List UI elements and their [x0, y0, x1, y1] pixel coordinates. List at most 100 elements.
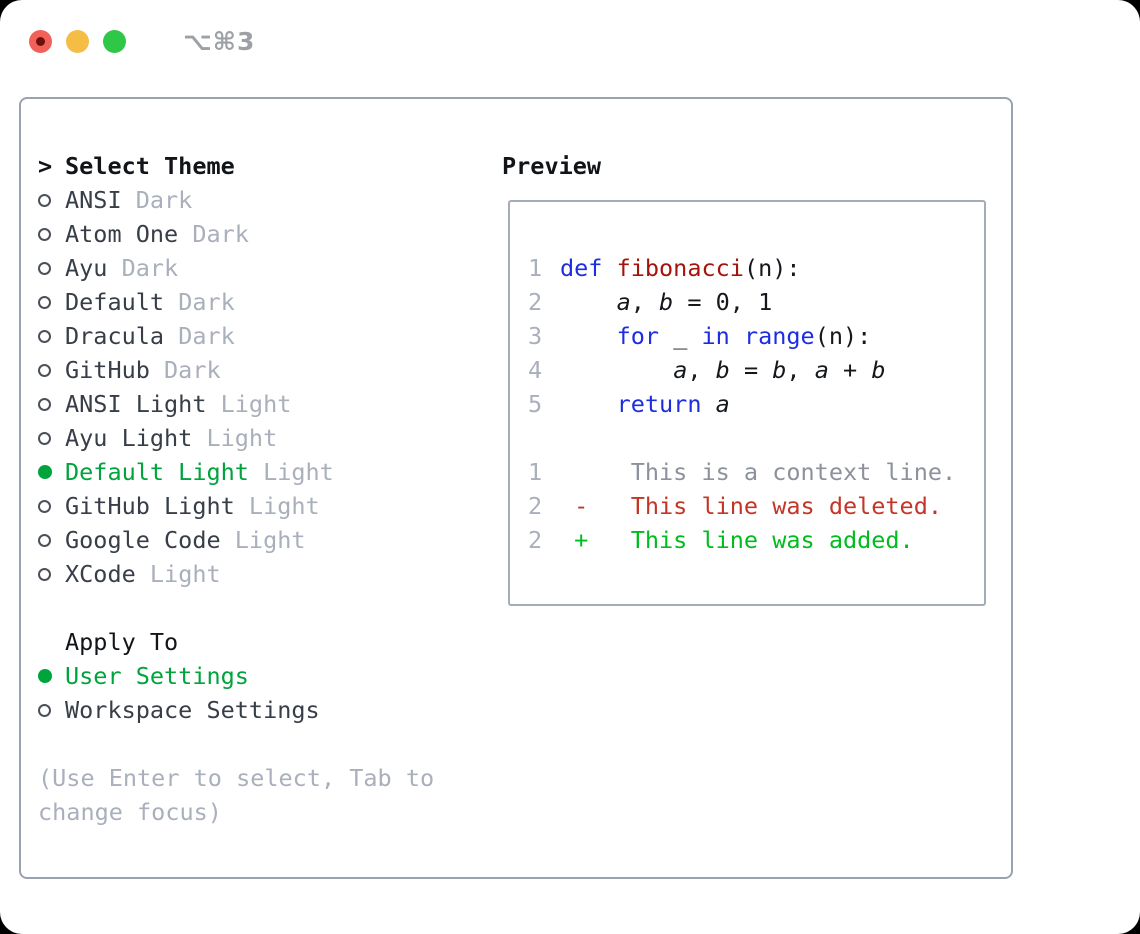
- code-token-plain: (n):: [743, 254, 801, 282]
- code-token-variable: a: [616, 288, 631, 316]
- theme-option-atom-one[interactable]: Atom One Dark: [38, 217, 498, 251]
- code-token-plain: [560, 322, 617, 350]
- apply-option-user-settings[interactable]: User Settings: [38, 659, 498, 693]
- radio-icon: [38, 499, 51, 513]
- radio-icon: [38, 329, 51, 343]
- theme-option-ansi[interactable]: ANSI Dark: [38, 183, 498, 217]
- line-number: 1: [528, 458, 543, 486]
- theme-variant-tag: Light: [206, 390, 292, 418]
- focus-caret-icon: >: [38, 152, 53, 180]
- close-button[interactable]: [29, 30, 52, 53]
- radio-icon: [38, 567, 51, 581]
- code-token-plain: [560, 288, 617, 316]
- code-token-plain: [560, 356, 673, 384]
- line-number: 4: [528, 356, 543, 384]
- theme-name: XCode: [65, 560, 136, 588]
- diff-line-deleted: 2 - This line was deleted.: [528, 489, 984, 523]
- apply-to-title: Apply To: [65, 628, 179, 656]
- zoom-button[interactable]: [103, 30, 126, 53]
- theme-option-ayu[interactable]: Ayu Dark: [38, 251, 498, 285]
- code-token-plain: ,: [630, 288, 660, 316]
- theme-option-github-light[interactable]: GitHub Light Light: [38, 489, 498, 523]
- code-token-plain: [560, 390, 617, 418]
- line-number: 5: [528, 390, 543, 418]
- code-token-variable: b: [772, 356, 787, 384]
- line-number: 3: [528, 322, 543, 350]
- code-line: 4 a, b = b, a + b: [528, 353, 984, 387]
- theme-option-xcode[interactable]: XCode Light: [38, 557, 498, 591]
- radio-icon: [38, 261, 51, 275]
- radio-icon: [38, 431, 51, 445]
- code-token-keyword: in: [701, 322, 730, 350]
- spacer: [38, 591, 498, 625]
- code-token-plain: ,: [687, 356, 716, 384]
- theme-variant-tag: Light: [234, 492, 320, 520]
- code-token-plain: =: [729, 356, 773, 384]
- theme-option-github[interactable]: GitHub Dark: [38, 353, 498, 387]
- apply-to-header: Apply To: [38, 625, 498, 659]
- code-token-keyword: def: [560, 254, 617, 282]
- code-line: [528, 421, 984, 455]
- code-token-variable: b: [871, 356, 886, 384]
- theme-option-dracula[interactable]: Dracula Dark: [38, 319, 498, 353]
- theme-option-default-light[interactable]: Default Light Light: [38, 455, 498, 489]
- code-token-variable: b: [715, 356, 730, 384]
- apply-option-label: Workspace Settings: [65, 696, 320, 724]
- code-line: 2 a, b = 0, 1: [528, 285, 984, 319]
- line-number: 2: [528, 526, 543, 554]
- radio-icon: [38, 295, 51, 309]
- diff-text: This is a context line.: [560, 458, 957, 486]
- apply-option-label: User Settings: [65, 662, 249, 690]
- theme-name: ANSI: [65, 186, 122, 214]
- theme-name: Ayu: [65, 254, 108, 282]
- theme-name: Dracula: [65, 322, 165, 350]
- code-token-keyword: for: [616, 322, 660, 350]
- theme-variant-tag: Light: [192, 424, 278, 452]
- code-token-plain: [730, 322, 744, 350]
- theme-variant-tag: Dark: [121, 186, 193, 214]
- theme-option-ayu-light[interactable]: Ayu Light Light: [38, 421, 498, 455]
- radio-icon: [38, 703, 51, 717]
- theme-name: Default Light: [65, 458, 249, 486]
- line-number: 2: [528, 288, 543, 316]
- diff-line-added: 2 + This line was added.: [528, 523, 984, 557]
- theme-variant-tag: Light: [135, 560, 221, 588]
- diff-text: - This line was deleted.: [560, 492, 943, 520]
- radio-icon: [38, 227, 51, 241]
- code-token-plain: [701, 390, 715, 418]
- theme-name: Atom One: [65, 220, 179, 248]
- apply-option-workspace-settings[interactable]: Workspace Settings: [38, 693, 498, 727]
- code-token-variable: a: [673, 356, 688, 384]
- code-token-plain: = 0, 1: [673, 288, 773, 316]
- code-token-plain: ,: [786, 356, 815, 384]
- theme-name: GitHub Light: [65, 492, 235, 520]
- theme-list-title: Select Theme: [65, 152, 235, 180]
- diff-text: + This line was added.: [560, 526, 914, 554]
- theme-name: Default: [65, 288, 165, 316]
- minimize-button[interactable]: [66, 30, 89, 53]
- radio-icon: [38, 363, 51, 377]
- theme-variant-tag: Light: [220, 526, 306, 554]
- help-text-line-1: (Use Enter to select, Tab to: [38, 764, 435, 792]
- help-text-line-2: change focus): [38, 798, 222, 826]
- preview-title: Preview: [502, 152, 602, 180]
- theme-option-google-code[interactable]: Google Code Light: [38, 523, 498, 557]
- code-token-plain: _: [659, 322, 702, 350]
- code-token-variable: a: [814, 356, 829, 384]
- theme-option-default[interactable]: Default Dark: [38, 285, 498, 319]
- keyboard-shortcut-label: ⌥⌘3: [183, 27, 256, 56]
- line-number: 2: [528, 492, 543, 520]
- radio-selected-icon: [38, 669, 52, 683]
- code-token-plain: (n):: [814, 322, 872, 350]
- theme-list-header: > Select Theme: [38, 149, 498, 183]
- theme-variant-tag: Dark: [178, 220, 249, 248]
- theme-option-ansi-light[interactable]: ANSI Light Light: [38, 387, 498, 421]
- diff-sample: 1 This is a context line. 2 - This line w…: [528, 455, 984, 557]
- code-token-keyword: return: [616, 390, 702, 418]
